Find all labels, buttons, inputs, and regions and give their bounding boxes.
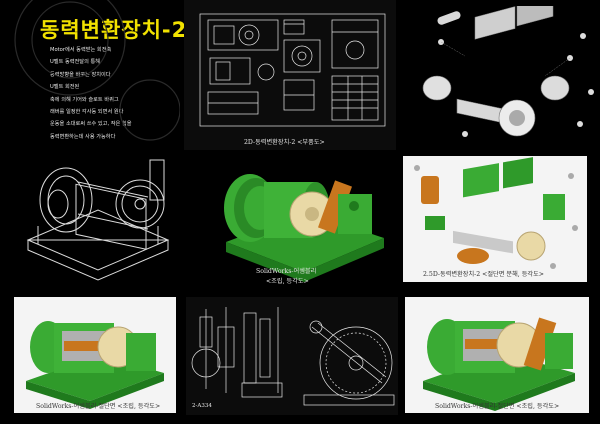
section-left-render: [26, 321, 164, 409]
description-line: 운동을 소대로써 쓰수 있고, 작은 힘을: [50, 121, 132, 128]
description-line: Motor에서 동력받는 회전축: [50, 47, 112, 53]
section-right-render: [423, 317, 575, 411]
description-text: Motor에서 동력받는 회전축 U벨트 동력전달의 통해 동력방향을 바꾸는 …: [50, 44, 160, 143]
assembly-caption-2: <조립, 등각도>: [266, 278, 309, 285]
drawing-2d-caption: 2D-동력변환장치-2 <부품도>: [244, 139, 325, 146]
drawing-small-label: 2-A334: [192, 403, 212, 409]
section-left-caption: SolidWorks-어셈블리-절단면 <조립, 등각도>: [36, 403, 161, 410]
wireframe-render: [26, 159, 170, 281]
drawing-bottom-panel: 2-A334: [186, 297, 398, 415]
gear-watermark: [14, 0, 180, 141]
section-right-panel: SolidWorks-어셈블리-절단면 <조립, 등각도>: [405, 297, 589, 413]
technical-drawing-bottom: [191, 307, 395, 406]
section-right-caption: SolidWorks-어셈블리-절단면 <조립, 등각도>: [435, 403, 560, 410]
description-line: U벨트 회전된: [50, 84, 80, 91]
assembly-render: [224, 174, 384, 282]
technical-drawing: [199, 13, 386, 127]
exploded-section-render: [414, 157, 578, 269]
exploded-parts-render: [422, 6, 594, 137]
description-line: 동력변환하는데 사용 가능하다: [50, 133, 116, 140]
description-line: U벨트 동력전달의 통해: [50, 59, 101, 66]
drawing-2d-panel: 2D-동력변환장치-2 <부품도>: [184, 0, 396, 150]
assembly-caption-1: SolidWorks-어셈블리: [256, 268, 317, 275]
description-line: 축에 의해 기어와 슬로트 바퀴그: [50, 96, 119, 103]
exploded-caption: 2.5D-동력변환장치-2 <절단면 분해, 등각도>: [423, 271, 544, 278]
description-line: 래버를 일정한 각사둥 되면서 원다: [50, 109, 124, 116]
exploded-section-panel: 2.5D-동력변환장치-2 <절단면 분해, 등각도>: [403, 156, 587, 282]
page-title: 동력변환장치-2: [40, 18, 188, 42]
description-line: 동력방향을 바꾸는 장치이다: [50, 71, 111, 78]
section-left-panel: SolidWorks-어셈블리-절단면 <조립, 등각도>: [14, 297, 176, 413]
